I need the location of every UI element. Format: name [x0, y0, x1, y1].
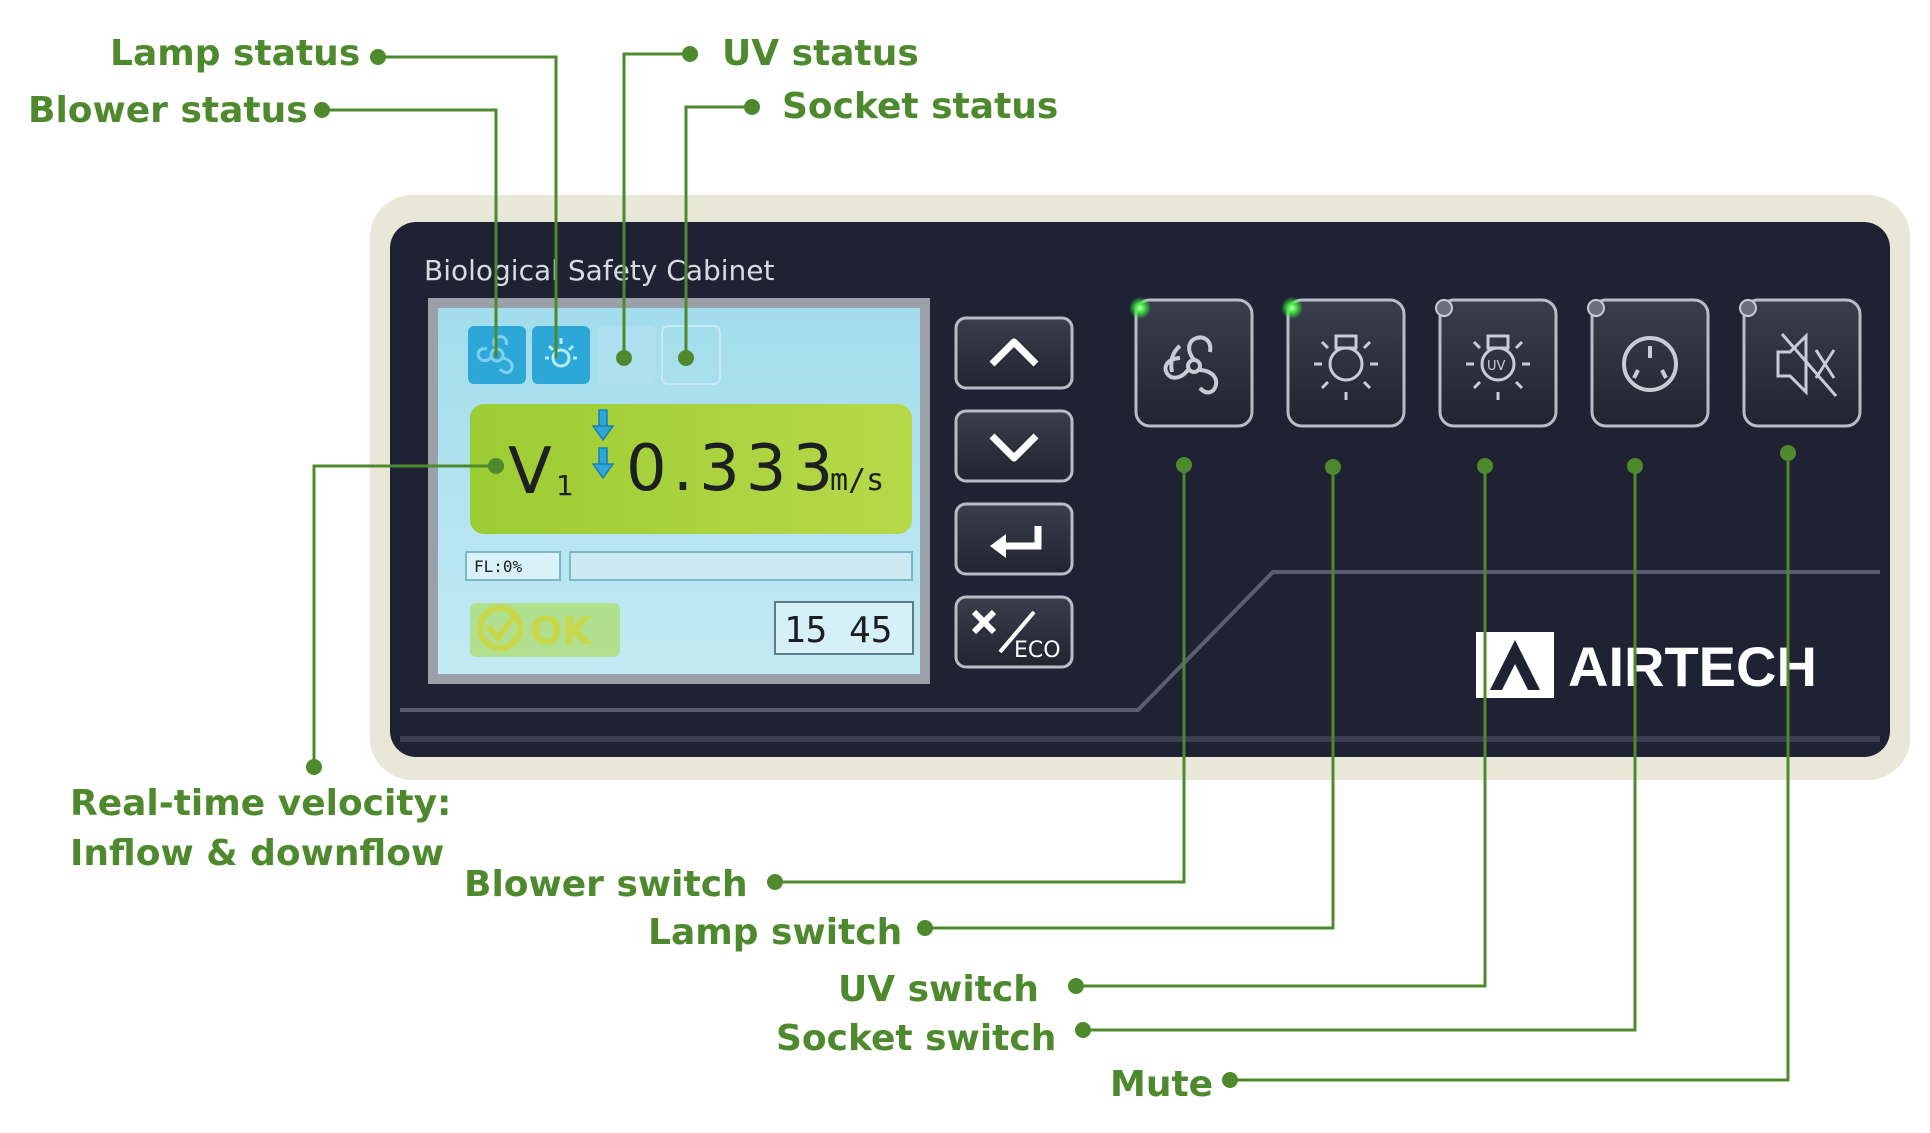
filter-label-box	[465, 551, 561, 581]
mute-button[interactable]	[1742, 298, 1862, 428]
up-button[interactable]	[954, 316, 1074, 390]
velocity-value: 0.333	[626, 432, 839, 506]
ok-check-icon	[477, 605, 523, 651]
filter-track	[569, 551, 913, 581]
uv-lamp-icon	[1466, 334, 1530, 400]
blower-switch-label: Blower switch	[464, 864, 748, 905]
lamp-status-icon	[532, 326, 590, 384]
blower-switch-leader	[775, 465, 1186, 884]
lamp-switch-label: Lamp switch	[648, 912, 902, 953]
screen-title: Biological Safety Cabinet	[424, 254, 775, 287]
down-button[interactable]	[954, 409, 1074, 483]
socket-status-label: Socket status	[782, 86, 1058, 127]
uv-button[interactable]: UV	[1438, 298, 1558, 428]
socket-led	[1587, 299, 1605, 317]
chevron-up-icon	[989, 338, 1039, 367]
status-text: OK	[530, 609, 593, 653]
socket-status-leader	[684, 105, 752, 358]
uv-led	[1435, 299, 1453, 317]
indicator-leds	[1129, 297, 1757, 319]
eco-label: ECO	[1014, 638, 1061, 663]
lamp-status-leader	[378, 55, 558, 358]
speaker-mute-icon	[1776, 332, 1838, 397]
ok-tick-icon	[485, 614, 517, 643]
socket-switch-label: Socket switch	[776, 1018, 1056, 1059]
function-buttons: UV	[1134, 298, 1862, 428]
callout-dots	[306, 46, 1796, 1088]
brand-name: AIRTECH	[1568, 635, 1817, 698]
cancel-eco-button[interactable]: ECO	[954, 595, 1074, 669]
panel-strip	[400, 736, 1880, 742]
uv-icon-label: UV	[1487, 359, 1506, 374]
filter-label: FL:0%	[474, 557, 523, 576]
enter-button[interactable]	[954, 502, 1074, 576]
lcd-display: V 1 0.333 m/s FL:0% OK 15 45	[428, 298, 930, 684]
socket-icon	[1622, 336, 1678, 392]
uv-switch-leader	[1076, 466, 1487, 988]
blower-status-leader	[322, 108, 498, 358]
uv-switch-label: UV switch	[838, 969, 1039, 1010]
mute-led	[1739, 299, 1757, 317]
brand-logo: AIRTECH	[1476, 632, 1817, 698]
mute-leader	[1230, 453, 1790, 1082]
fan-icon	[1163, 335, 1219, 395]
velocity-band	[470, 404, 912, 534]
downflow-arrow-icon	[591, 409, 615, 480]
logo-a-icon	[1490, 640, 1540, 690]
callout-labels: Lamp status Blower status UV status Sock…	[28, 33, 1213, 1105]
lamp-status-bulb-icon	[545, 338, 577, 368]
panel-groove	[400, 570, 1880, 712]
velocity-symbol: V	[508, 435, 552, 509]
nav-keypad: ECO	[954, 316, 1074, 669]
lamp-button[interactable]	[1286, 298, 1406, 428]
uv-status-label: UV status	[722, 33, 919, 74]
enter-icon	[990, 526, 1042, 558]
blower-status-label: Blower status	[28, 90, 308, 131]
lamp-led	[1281, 297, 1303, 319]
velocity-leader	[312, 464, 496, 767]
eco-divider	[998, 610, 1036, 654]
callout-lines	[312, 52, 1790, 1082]
chevron-down-icon	[989, 433, 1039, 462]
mute-label: Mute	[1110, 1064, 1213, 1105]
lamp-icon	[1314, 334, 1378, 400]
socket-switch-leader	[1083, 466, 1637, 1032]
lamp-switch-leader	[925, 467, 1335, 930]
velocity-subscript: 1	[556, 469, 574, 502]
blower-led	[1129, 297, 1151, 319]
velocity-label-line2: Inflow & downflow	[70, 833, 444, 874]
uv-status-leader	[622, 52, 690, 358]
socket-status-icon	[661, 325, 721, 385]
lamp-status-label: Lamp status	[110, 33, 360, 74]
time-box	[774, 601, 914, 655]
velocity-label-line1: Real-time velocity:	[70, 783, 451, 824]
time-display: 15 45	[784, 610, 892, 651]
velocity-unit: m/s	[830, 463, 884, 498]
socket-button[interactable]	[1590, 298, 1710, 428]
blower-button[interactable]	[1134, 298, 1254, 428]
close-icon	[971, 609, 997, 635]
